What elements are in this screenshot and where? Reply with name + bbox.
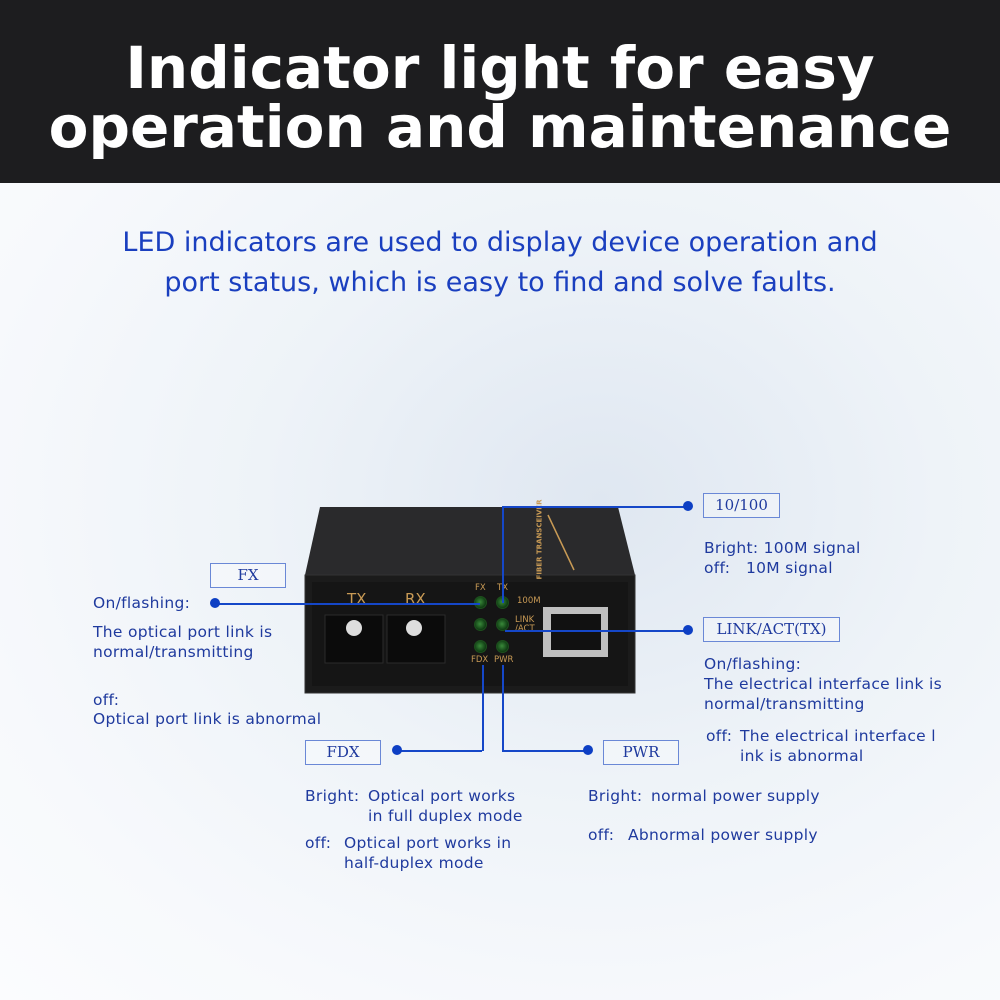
device-brand-text: FIBER TRANSCEIVER [535, 499, 544, 580]
title-line-1: Indicator light for easy [125, 34, 875, 102]
label-box-fdx: FDX [305, 740, 381, 765]
leader-line-fdx [397, 750, 482, 752]
leader-line-pwr [502, 750, 588, 752]
fx-on-line2: normal/transmitting [93, 643, 254, 661]
pwr-bright-text: normal power supply [651, 787, 820, 805]
fdx-bright-label: Bright: [305, 787, 360, 805]
ferrule-rx [406, 620, 422, 636]
led-label-100m: 100M [517, 596, 541, 606]
leader-line-10-100-vertical [502, 506, 504, 603]
leader-line-fx [215, 603, 480, 605]
led-label-fx: FX [475, 583, 486, 593]
dot-10-100 [683, 501, 693, 511]
led-label-link: LINK [515, 615, 535, 625]
port-label-rx: RX [405, 590, 426, 608]
fx-on-label: On/flashing: [93, 594, 191, 612]
fx-off-label: off: [93, 691, 120, 709]
leader-line-10-100 [502, 506, 688, 508]
device-top-face [305, 507, 635, 575]
dot-pwr [583, 745, 593, 755]
label-box-fx: FX [210, 563, 286, 588]
speed-bright: Bright: 100M signal [704, 539, 861, 557]
fdx-bright-line1: Optical port works [368, 787, 516, 805]
fdx-off-line2: half-duplex mode [344, 854, 484, 872]
subtitle-line-2: port status, which is easy to find and s… [164, 267, 836, 298]
pwr-bright-label: Bright: [588, 787, 643, 805]
link-off-line2: ink is abnormal [740, 747, 864, 765]
led-link-act [496, 618, 509, 631]
speed-off: off: 10M signal [704, 559, 833, 577]
led-label-pwr: PWR [494, 655, 514, 665]
led-label-fdx: FDX [471, 655, 489, 665]
led-pwr [496, 640, 509, 653]
fdx-off-label: off: [305, 834, 332, 852]
port-label-tx: TX [347, 590, 367, 608]
fx-off-text: Optical port link is abnormal [93, 710, 322, 728]
title-line-2: operation and maintenance [48, 93, 952, 161]
link-on-label: On/flashing: [704, 655, 802, 673]
fx-on-line1: The optical port link is [93, 623, 273, 641]
led-label-act: /ACT [515, 624, 535, 634]
fdx-off-line1: Optical port works in [344, 834, 512, 852]
leader-line-fdx-vertical [482, 665, 484, 751]
dot-fx [210, 598, 220, 608]
link-on-line1: The electrical interface link is [704, 675, 943, 693]
link-on-line2: normal/transmitting [704, 695, 865, 713]
led-fx [474, 596, 487, 609]
dot-fdx [392, 745, 402, 755]
fdx-bright-line2: in full duplex mode [368, 807, 523, 825]
link-off-line1: The electrical interface l [740, 727, 936, 745]
leader-line-link [505, 630, 688, 632]
label-box-link-act: LINK/ACT(TX) [703, 617, 840, 642]
link-off-label: off: [706, 727, 733, 745]
pwr-off-label: off: [588, 826, 615, 844]
device-stripe [547, 514, 575, 571]
header-banner: Indicator light for easy operation and m… [0, 0, 1000, 183]
pwr-off-text: Abnormal power supply [628, 826, 818, 844]
leader-line-pwr-vertical [502, 665, 504, 751]
led-fx-link [474, 618, 487, 631]
dot-link [683, 625, 693, 635]
label-box-pwr: PWR [603, 740, 679, 765]
subtitle-line-1: LED indicators are used to display devic… [122, 227, 878, 258]
ferrule-tx [346, 620, 362, 636]
label-box-10-100: 10/100 [703, 493, 780, 518]
led-fdx [474, 640, 487, 653]
